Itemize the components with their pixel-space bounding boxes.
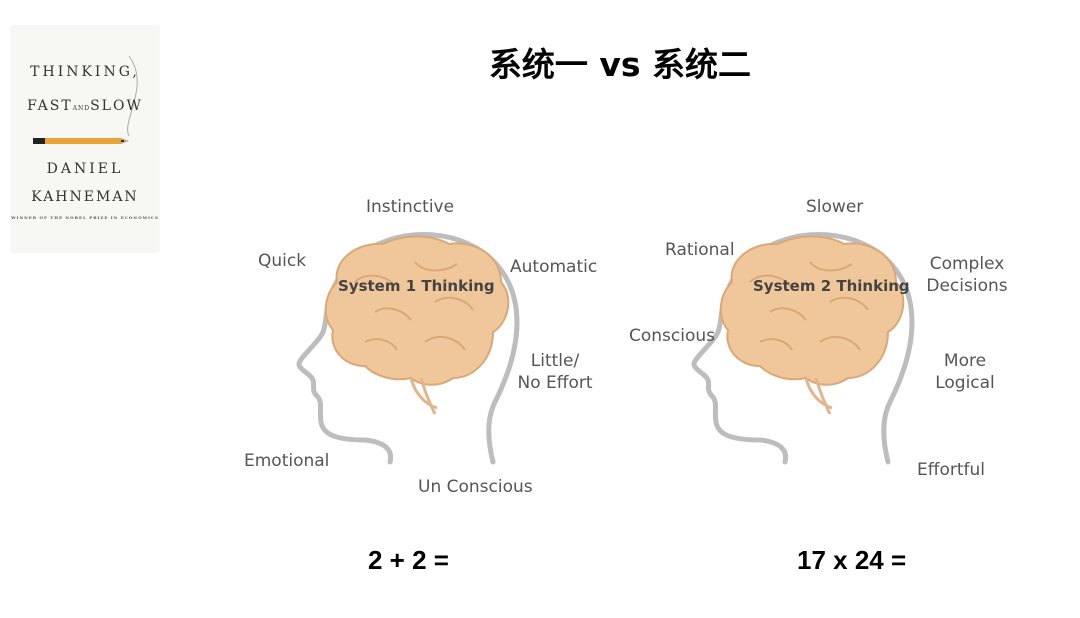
label-little-no-effort: Little/ No Effort bbox=[515, 350, 595, 394]
book-title-and: AND bbox=[72, 105, 91, 112]
label-un-conscious: Un Conscious bbox=[418, 477, 533, 497]
book-author-last: KAHNEMAN bbox=[31, 189, 139, 205]
head-brain-illustration-2 bbox=[691, 232, 915, 465]
label-automatic: Automatic bbox=[510, 257, 598, 277]
book-tagline: WINNER OF THE NOBEL PRIZE IN ECONOMICS bbox=[11, 215, 159, 220]
label-instinctive: Instinctive bbox=[366, 197, 455, 217]
book-cover: THINKING, FASTANDSLOW DANIEL KAHNEMAN WI… bbox=[11, 26, 159, 252]
label-complex: Complex bbox=[929, 254, 1005, 274]
label-more-logical: More Logical bbox=[925, 350, 1005, 394]
label-conscious: Conscious bbox=[629, 326, 716, 346]
page-title: 系统一 vs 系统二 bbox=[488, 45, 752, 84]
system2-diagram: System 2 Thinking Slower Rational Comple… bbox=[620, 182, 1010, 512]
label-little: Little/ bbox=[530, 351, 580, 371]
book-title-fast: FAST bbox=[27, 98, 73, 114]
system1-diagram: System 1 Thinking Instinctive Quick Auto… bbox=[225, 182, 615, 512]
book-title-line-2: FASTANDSLOW bbox=[11, 98, 159, 114]
label-no-effort: No Effort bbox=[517, 373, 593, 393]
label-decisions: Decisions bbox=[926, 276, 1008, 296]
label-more: More bbox=[943, 351, 987, 371]
equation-system2: 17 x 24 = bbox=[797, 545, 907, 575]
label-quick: Quick bbox=[258, 251, 307, 271]
book-title-line-1: THINKING, bbox=[30, 64, 140, 80]
label-slower: Slower bbox=[806, 197, 864, 217]
pencil-icon bbox=[33, 55, 138, 144]
book-author-first: DANIEL bbox=[46, 161, 124, 177]
equation-system1: 2 + 2 = bbox=[368, 545, 449, 575]
label-emotional: Emotional bbox=[244, 451, 330, 471]
head-brain-illustration-1 bbox=[296, 232, 520, 465]
book-title-slow: SLOW bbox=[90, 98, 143, 114]
system1-brain-label: System 1 Thinking bbox=[338, 277, 495, 295]
label-logical: Logical bbox=[935, 373, 995, 393]
system2-brain-label: System 2 Thinking bbox=[753, 277, 910, 295]
label-effortful: Effortful bbox=[917, 460, 985, 480]
label-complex-decisions: Complex Decisions bbox=[922, 253, 1012, 297]
label-rational: Rational bbox=[665, 240, 735, 260]
